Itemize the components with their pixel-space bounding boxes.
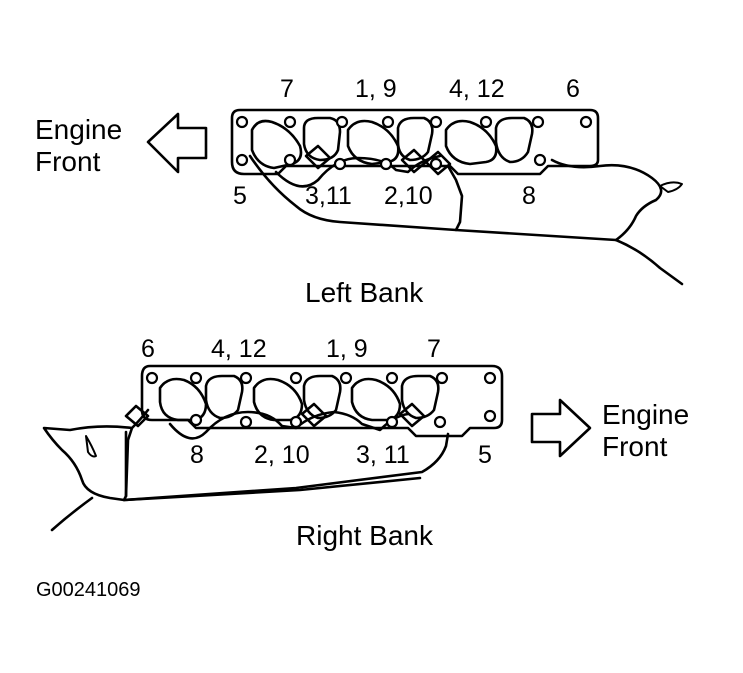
left-bolt-1-9: 1, 9	[355, 75, 397, 103]
right-bolt-4-12: 4, 12	[211, 335, 267, 363]
left-engine-front-line2: Front	[35, 146, 101, 177]
right-bolt-3-11: 3, 11	[356, 441, 410, 469]
left-bolt-6: 6	[566, 75, 580, 103]
arrow-left-icon	[146, 112, 208, 174]
right-bolt-2-10: 2, 10	[254, 441, 310, 469]
left-bolt-5: 5	[233, 182, 247, 210]
left-bolt-3-11: 3,11	[305, 182, 352, 210]
right-bank-title: Right Bank	[296, 520, 434, 551]
arrow-right-icon	[530, 398, 592, 458]
right-bank-manifold	[42, 364, 504, 532]
right-bolt-7: 7	[427, 335, 441, 363]
left-bolt-7: 7	[280, 75, 294, 103]
right-bolt-5: 5	[478, 441, 492, 469]
left-engine-front-line1: Engine	[35, 114, 122, 145]
left-bolt-2-10: 2,10	[384, 182, 433, 210]
right-engine-front-line2: Front	[602, 431, 668, 462]
figure-code: G00241069	[36, 579, 141, 601]
right-bolt-1-9: 1, 9	[326, 335, 368, 363]
left-bank-manifold	[230, 108, 684, 286]
right-engine-front-line1: Engine	[602, 399, 689, 430]
right-bolt-6: 6	[141, 335, 155, 363]
left-bolt-4-12: 4, 12	[449, 75, 505, 103]
right-bolt-8: 8	[190, 441, 204, 469]
left-bolt-8: 8	[522, 182, 536, 210]
left-bank-title: Left Bank	[305, 277, 424, 308]
